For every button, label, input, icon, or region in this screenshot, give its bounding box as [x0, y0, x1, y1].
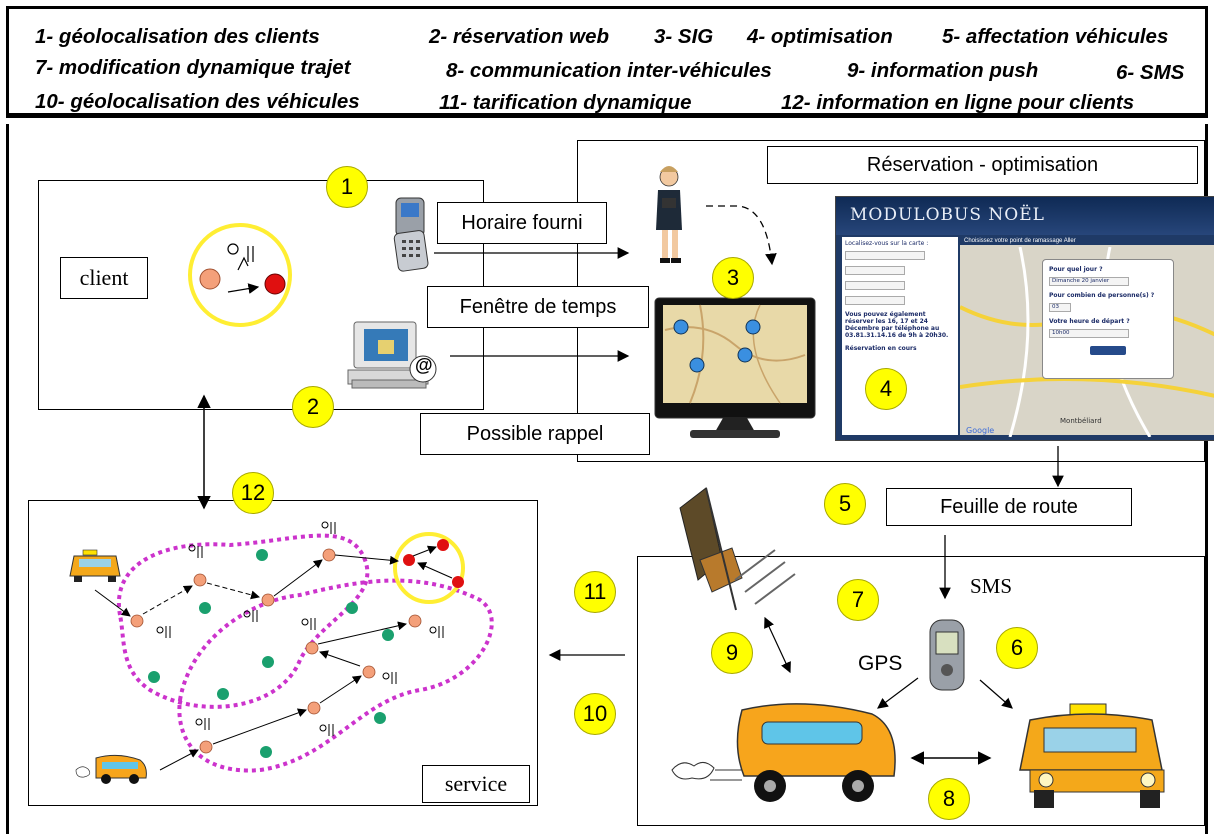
- badge-11: 11: [574, 571, 616, 613]
- sms-label: SMS: [970, 574, 1013, 598]
- woman-icon: [656, 166, 682, 263]
- badge-10: 10: [574, 693, 616, 735]
- popup-q3: Votre heure de départ ?: [1049, 318, 1130, 325]
- screenshot-info: Vous pouvez également réserver les 16, 1…: [845, 311, 949, 339]
- screenshot-google: Google: [966, 426, 994, 435]
- badge-5: 5: [824, 483, 866, 525]
- screenshot-pending: Réservation en cours: [845, 345, 917, 352]
- screenshot-left-text: Localisez-vous sur la carte :: [845, 240, 929, 247]
- satellite-icon: [679, 487, 796, 611]
- legend-item-2: 2- réservation web: [429, 25, 610, 48]
- legend-item-5: 5- affectation véhicules: [942, 25, 1169, 48]
- screenshot-left-panel: Localisez-vous sur la carte : Vous pouve…: [842, 237, 958, 435]
- service-zone: [28, 500, 538, 806]
- monitor-icon: [654, 297, 816, 438]
- popup-v2: 03: [1049, 303, 1071, 312]
- badge-12: 12: [232, 472, 274, 514]
- screenshot-popup: Pour quel jour ? Dimanche 20 janvier Pou…: [1042, 259, 1174, 379]
- popup-v1: Dimanche 20 janvier: [1049, 277, 1129, 286]
- service-network: [69, 521, 494, 784]
- legend-item-10: 10- géolocalisation des véhicules: [35, 90, 360, 113]
- fenetre-label: Fenêtre de temps: [427, 286, 649, 328]
- badge-3: 3: [712, 257, 754, 299]
- legend-item-6: 6- SMS: [1116, 61, 1185, 84]
- reservation-title: Réservation - optimisation: [767, 146, 1198, 184]
- screenshot-choose: Choisissez votre point de ramassage Alle…: [960, 237, 1214, 245]
- legend-item-9: 9- information push: [847, 59, 1039, 82]
- legend-panel: 1- géolocalisation des clients 2- réserv…: [6, 6, 1208, 118]
- service-label: service: [422, 765, 530, 803]
- stop-sign-icon: [227, 243, 254, 271]
- badge-1: 1: [326, 166, 368, 208]
- badge-6: 6: [996, 627, 1038, 669]
- popup-v3: 10h00: [1049, 329, 1129, 338]
- client-label: client: [60, 257, 148, 299]
- legend-item-3: 3- SIG: [654, 25, 714, 48]
- diagram-frame: [6, 124, 1208, 834]
- badge-2: 2: [292, 386, 334, 428]
- horaire-label: Horaire fourni: [437, 202, 607, 244]
- popup-q2: Pour combien de personne(s) ?: [1049, 292, 1155, 299]
- gps-label: GPS: [858, 652, 903, 675]
- client-trip-icon: [188, 223, 292, 327]
- rappel-label: Possible rappel: [420, 413, 650, 455]
- badge-9: 9: [711, 632, 753, 674]
- taxi-icon: [1019, 703, 1165, 808]
- screenshot-title: MODULOBUS NOËL: [836, 197, 1214, 235]
- stop-markers: [156, 521, 444, 736]
- phone-icon: [393, 197, 429, 272]
- legend-item-12: 12- information en ligne pour clients: [781, 91, 1135, 114]
- legend-item-11: 11- tarification dynamique: [439, 91, 692, 114]
- legend-item-7: 7- modification dynamique trajet: [35, 56, 351, 79]
- legend-item-1: 1- géolocalisation des clients: [35, 25, 320, 48]
- legend-item-8: 8- communication inter-véhicules: [446, 59, 772, 82]
- email-at-icon: @: [415, 355, 433, 375]
- badge-7: 7: [837, 579, 879, 621]
- screenshot-map-city: Montbéliard: [1060, 417, 1102, 425]
- gps-device-icon: [929, 619, 965, 691]
- badge-4: 4: [865, 368, 907, 410]
- popup-q1: Pour quel jour ?: [1049, 266, 1103, 273]
- bus-icon: [671, 703, 896, 802]
- feuille-label: Feuille de route: [886, 488, 1132, 526]
- web-reservation-screenshot: MODULOBUS NOËL Localisez-vous sur la car…: [835, 196, 1214, 441]
- small-taxi-icon: [69, 549, 121, 582]
- vehicle-zone: [637, 556, 1205, 826]
- badge-8: 8: [928, 778, 970, 820]
- small-bus-icon: [75, 754, 147, 784]
- computer-icon: [347, 321, 437, 389]
- legend-item-4: 4- optimisation: [747, 25, 893, 48]
